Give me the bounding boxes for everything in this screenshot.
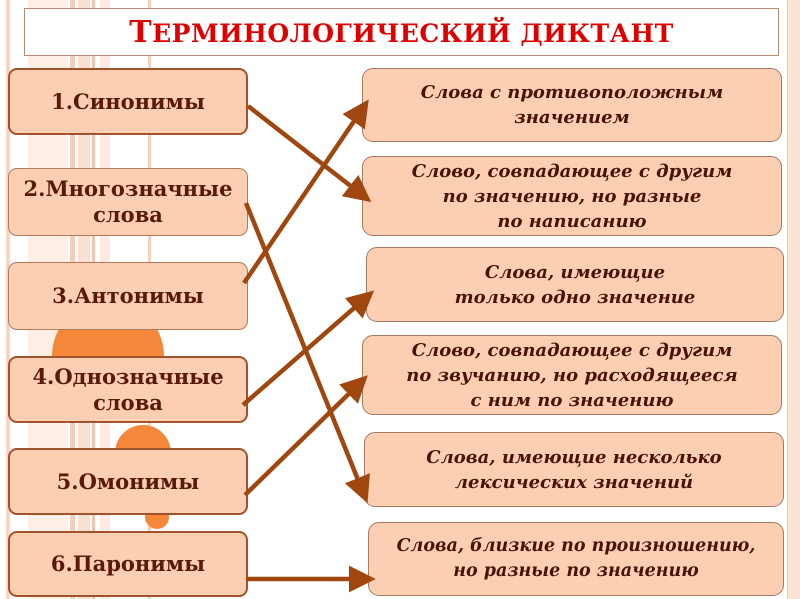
arrow-antonyms <box>242 99 369 285</box>
definition-paronyms[interactable]: Слова, близкие по произношению, но разны… <box>368 522 784 596</box>
definition-text: Слово, совпадающее с другим по звучанию,… <box>406 339 738 411</box>
arrow-synonyms <box>246 104 372 203</box>
definition-antonyms[interactable]: Слова с противоположным значением <box>362 68 782 142</box>
term-antonyms[interactable]: 3.Антонимы <box>8 262 248 330</box>
term-monosemous[interactable]: 4.Однозначные слова <box>8 356 248 423</box>
right-edge-bar <box>787 0 800 599</box>
definition-polysemous[interactable]: Слова, имеющие несколько лексических зна… <box>364 432 784 507</box>
term-polysemous[interactable]: 2.Многозначные слова <box>8 168 248 236</box>
definition-text: Слова, близкие по произношению, но разны… <box>396 536 756 581</box>
title-banner: Терминологический диктант <box>24 8 779 56</box>
term-label: 1.Синонимы <box>51 88 205 114</box>
term-label: 3.Антонимы <box>52 283 204 308</box>
title-first-letter: Т <box>129 14 153 50</box>
term-label: 4.Однозначные слова <box>32 363 224 415</box>
title-rest: ерминологический диктант <box>152 18 674 48</box>
term-paronyms[interactable]: 6.Паронимы <box>8 531 248 597</box>
term-label: 6.Паронимы <box>50 551 206 576</box>
definition-synonyms[interactable]: Слово, совпадающее с другим по значению,… <box>362 156 782 236</box>
term-label: 2.Многозначные слова <box>23 176 233 227</box>
definition-text: Слова, имеющие только одно значение <box>454 261 696 308</box>
definition-monosemous[interactable]: Слова, имеющие только одно значение <box>366 247 784 322</box>
arrow-homonyms <box>243 375 368 497</box>
term-homonyms[interactable]: 5.Омонимы <box>8 448 248 515</box>
definition-text: Слово, совпадающее с другим по значению,… <box>411 160 733 232</box>
arrow-polysemous <box>243 202 370 504</box>
definition-homonyms[interactable]: Слово, совпадающее с другим по звучанию,… <box>362 335 782 415</box>
page-title: Терминологический диктант <box>129 15 673 50</box>
term-label: 5.Омонимы <box>56 468 200 494</box>
definition-text: Слова с противоположным значением <box>420 82 724 128</box>
definition-text: Слова, имеющие несколько лексических зна… <box>426 446 722 493</box>
term-synonyms[interactable]: 1.Синонимы <box>8 68 248 135</box>
arrow-monosemous <box>241 290 375 407</box>
